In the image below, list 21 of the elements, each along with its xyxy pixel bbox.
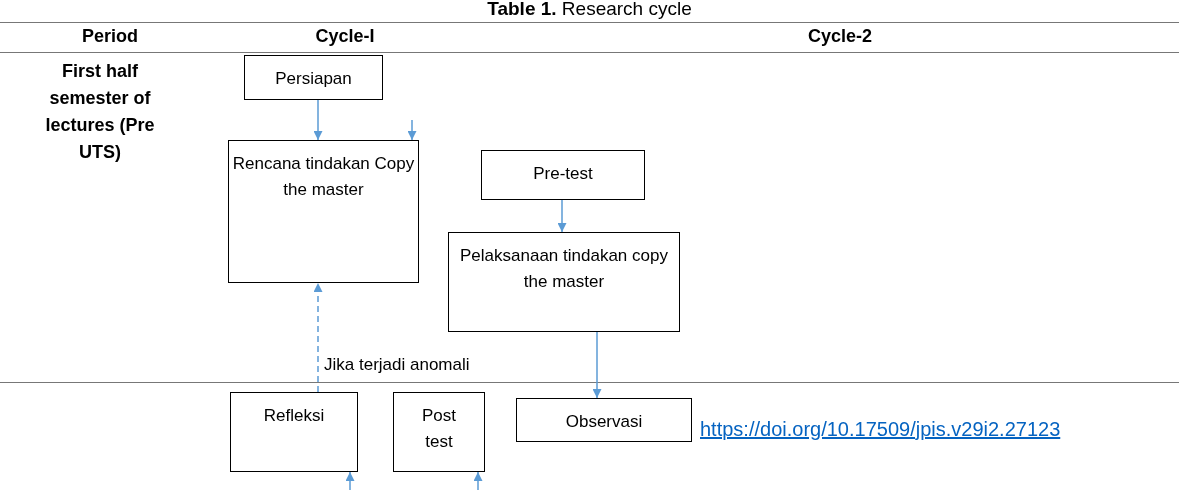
edge-label: Jika terjadi anomali bbox=[322, 355, 472, 375]
process-box: Persiapan bbox=[244, 55, 383, 100]
column-header: Period bbox=[81, 26, 139, 47]
column-header: Cycle-2 bbox=[806, 26, 873, 47]
arrow bbox=[557, 199, 567, 233]
process-box: Refleksi bbox=[230, 392, 358, 472]
arrow bbox=[473, 471, 483, 491]
process-box: Pelaksanaan tindakan copy the master bbox=[448, 232, 680, 332]
process-box: Rencana tindakan Copy the master bbox=[228, 140, 419, 283]
arrow bbox=[592, 331, 602, 399]
doi-link: https://doi.org/10.17509/jpis.v29i2.27123 bbox=[700, 418, 1062, 441]
process-box: Post test bbox=[393, 392, 485, 472]
process-box: Observasi bbox=[516, 398, 692, 442]
process-box: Pre-test bbox=[481, 150, 645, 200]
arrow bbox=[313, 282, 323, 393]
table-title: Table 1. Research cycle bbox=[486, 0, 693, 20]
column-header: Cycle-I bbox=[314, 26, 376, 47]
arrow bbox=[313, 99, 323, 141]
arrow bbox=[345, 471, 355, 491]
row-header: First half semester of lectures (Pre UTS) bbox=[44, 60, 156, 164]
arrow bbox=[407, 119, 417, 141]
